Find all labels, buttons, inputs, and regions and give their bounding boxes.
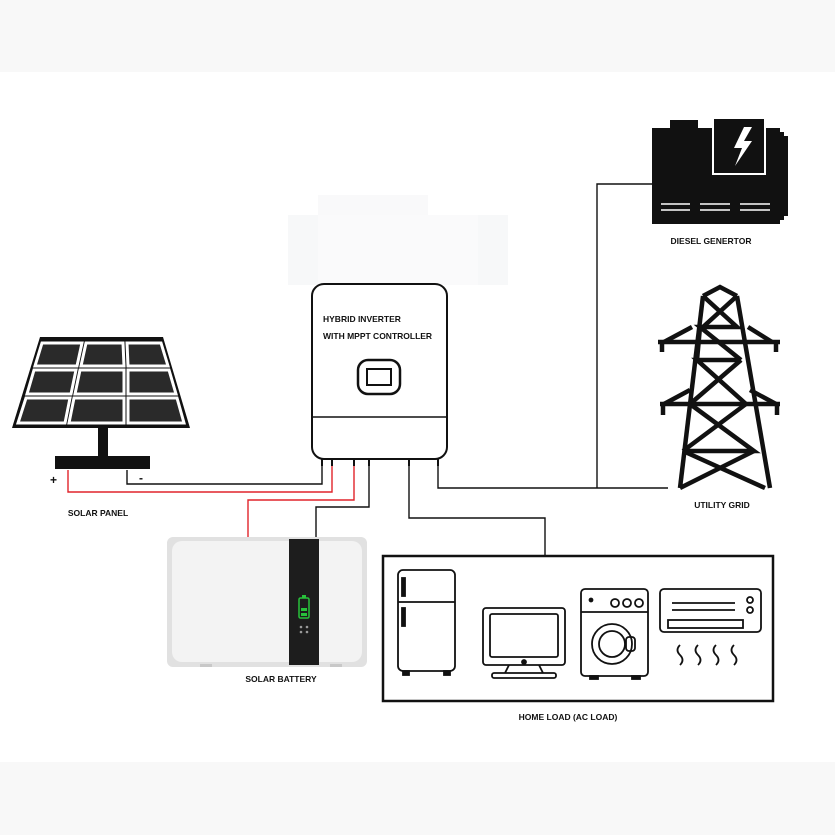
solar-battery-label: SOLAR BATTERY (245, 674, 317, 684)
home-load-wire (408, 458, 546, 556)
battery-negative-wire (315, 458, 370, 538)
utility-grid-label: UTILITY GRID (694, 500, 750, 510)
solar-panel-icon (12, 337, 190, 469)
solar-positive-wire (67, 458, 333, 493)
tv-icon (482, 607, 566, 679)
refrigerator-icon (397, 569, 456, 676)
battery-icon (167, 537, 367, 667)
solar-positive-sign: + (50, 473, 57, 487)
air-conditioner-icon (659, 588, 762, 666)
generator-wire (596, 183, 652, 488)
home-load-label: HOME LOAD (AC LOAD) (519, 712, 618, 722)
inverter-title-line2: WITH MPPT CONTROLLER (323, 331, 432, 341)
battery-positive-wire (247, 458, 355, 538)
solar-negative-sign: - (139, 471, 143, 485)
inverter-title-line1: HYBRID INVERTER (323, 314, 401, 324)
wiring (67, 183, 668, 556)
inverter-icon (311, 283, 448, 460)
watermark (288, 195, 508, 285)
transmission-tower-icon (658, 284, 780, 491)
inverter-screen (366, 368, 392, 386)
solar-panel-label: SOLAR PANEL (68, 508, 128, 518)
grid-wire (437, 458, 668, 489)
diesel-generator-icon (652, 117, 788, 224)
washing-machine-icon (580, 588, 649, 680)
solar-negative-wire (126, 458, 323, 485)
diesel-generator-label: DIESEL GENERTOR (671, 236, 752, 246)
